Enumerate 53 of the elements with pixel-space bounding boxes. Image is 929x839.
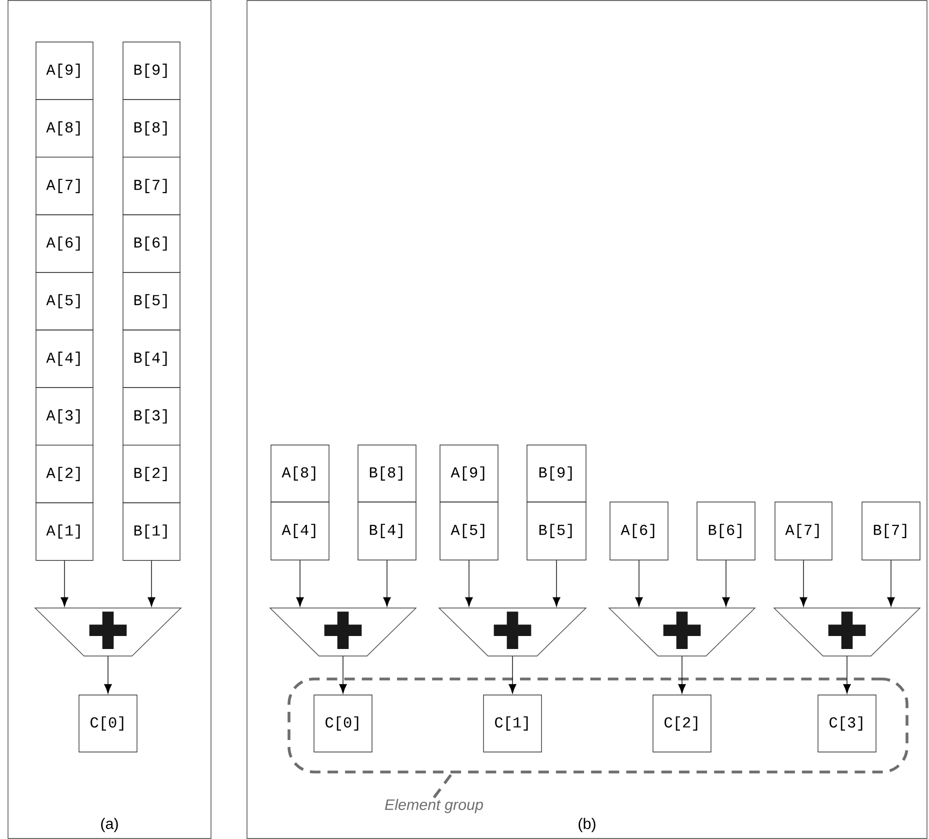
- memory-cell: A[5]: [36, 272, 94, 330]
- group-label: Element group: [384, 798, 483, 814]
- memory-cell: A[4]: [36, 330, 94, 388]
- memory-cell: B[1]: [122, 502, 180, 561]
- memory-cell: A[6]: [610, 502, 668, 560]
- memory-cell: B[6]: [696, 502, 756, 560]
- arrow: [635, 560, 643, 607]
- arrow: [887, 560, 895, 607]
- memory-cell: A[5]: [440, 502, 498, 560]
- memory-cell: A[9]: [440, 444, 498, 502]
- memory-cell: B[9]: [526, 444, 586, 502]
- arrow: [60, 560, 68, 607]
- memory-cell: B[7]: [862, 502, 920, 560]
- memory-cell: C[1]: [483, 694, 542, 752]
- memory-cell: A[7]: [36, 156, 94, 216]
- memory-cell: C[0]: [314, 694, 372, 752]
- arrow: [339, 656, 347, 694]
- memory-cell: A[9]: [36, 42, 94, 100]
- arrow: [678, 656, 686, 694]
- arrow: [800, 560, 808, 607]
- arrow: [148, 560, 156, 607]
- memory-cell: B[3]: [122, 387, 180, 446]
- memory-cell: A[7]: [774, 502, 832, 560]
- memory-cell: C[0]: [78, 694, 138, 752]
- memory-cell: A[2]: [36, 444, 94, 504]
- memory-cell: B[8]: [122, 99, 180, 158]
- memory-cell: A[3]: [36, 387, 94, 446]
- memory-cell: A[1]: [36, 502, 94, 561]
- arrow: [843, 656, 851, 694]
- arrow: [508, 656, 516, 694]
- memory-cell: B[4]: [358, 502, 416, 560]
- arrow: [552, 560, 560, 607]
- leader-line: [432, 772, 454, 798]
- memory-cell: B[2]: [122, 444, 180, 504]
- memory-cell: B[4]: [122, 330, 180, 388]
- memory-cell: A[8]: [36, 99, 94, 158]
- memory-cell: C[2]: [652, 694, 712, 752]
- memory-cell: B[8]: [358, 444, 416, 502]
- arrow: [104, 656, 112, 694]
- memory-cell: B[9]: [122, 42, 180, 100]
- memory-cell: B[5]: [526, 502, 586, 560]
- arrow: [465, 560, 473, 607]
- element-group-outline: [288, 678, 908, 774]
- memory-cell: A[8]: [270, 444, 330, 502]
- arrow: [383, 560, 391, 607]
- memory-cell: B[6]: [122, 214, 180, 273]
- arrow: [722, 560, 730, 607]
- memory-cell: B[5]: [122, 272, 180, 330]
- memory-cell: A[4]: [270, 502, 330, 560]
- arrow: [296, 560, 304, 607]
- memory-cell: A[6]: [36, 214, 94, 273]
- memory-cell: C[3]: [818, 694, 876, 752]
- memory-cell: B[7]: [122, 156, 180, 216]
